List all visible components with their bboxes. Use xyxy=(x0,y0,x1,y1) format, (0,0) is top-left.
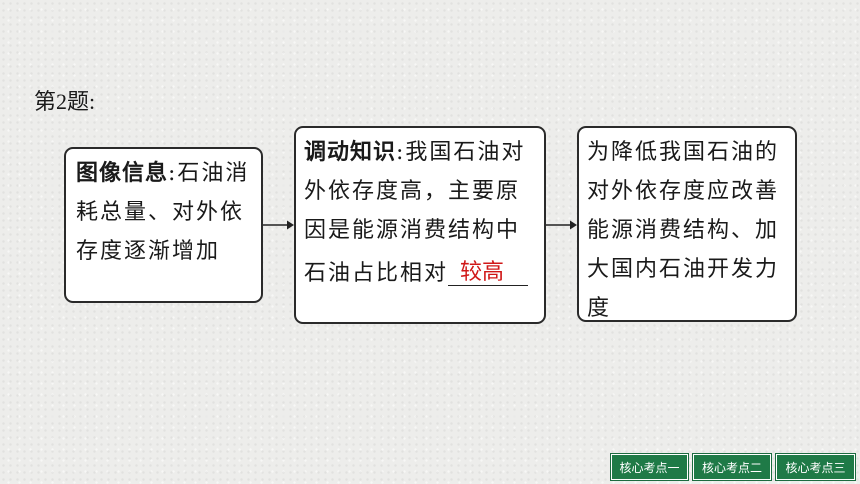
image-info-label: 图像信息 xyxy=(76,161,169,186)
answer-blank: 较高 xyxy=(448,250,529,286)
answer-text: 较高 xyxy=(460,259,505,284)
image-info-box: 图像信息:石油消耗总量、对外依存度逐渐增加 xyxy=(64,147,263,303)
arrow-1-icon xyxy=(263,220,294,230)
image-info-text: :石油消耗总量、对外依存度逐渐增加 xyxy=(76,161,250,264)
nav-button-key-point-1[interactable]: 核心考点一 xyxy=(610,453,689,481)
question-heading: 第2题: xyxy=(34,89,96,114)
answer-underline xyxy=(448,285,529,286)
conclusion-text: 为降低我国石油的对外依存度应改善能源消费结构、加大国内石油开发力度 xyxy=(587,140,780,321)
conclusion-box: 为降低我国石油的对外依存度应改善能源消费结构、加大国内石油开发力度 xyxy=(577,126,797,322)
nav-button-key-point-2[interactable]: 核心考点二 xyxy=(692,453,772,481)
recall-knowledge-label: 调动知识 xyxy=(304,140,397,165)
recall-knowledge-box: 调动知识:我国石油对外依存度高，主要原因是能源消费结构中石油占比相对较高 xyxy=(294,126,546,324)
arrow-2-icon xyxy=(546,220,577,230)
nav-button-key-point-3[interactable]: 核心考点三 xyxy=(775,453,856,481)
recall-knowledge-text: :我国石油对外依存度高，主要原因是能源消费结构中石油占比相对 xyxy=(304,140,526,286)
